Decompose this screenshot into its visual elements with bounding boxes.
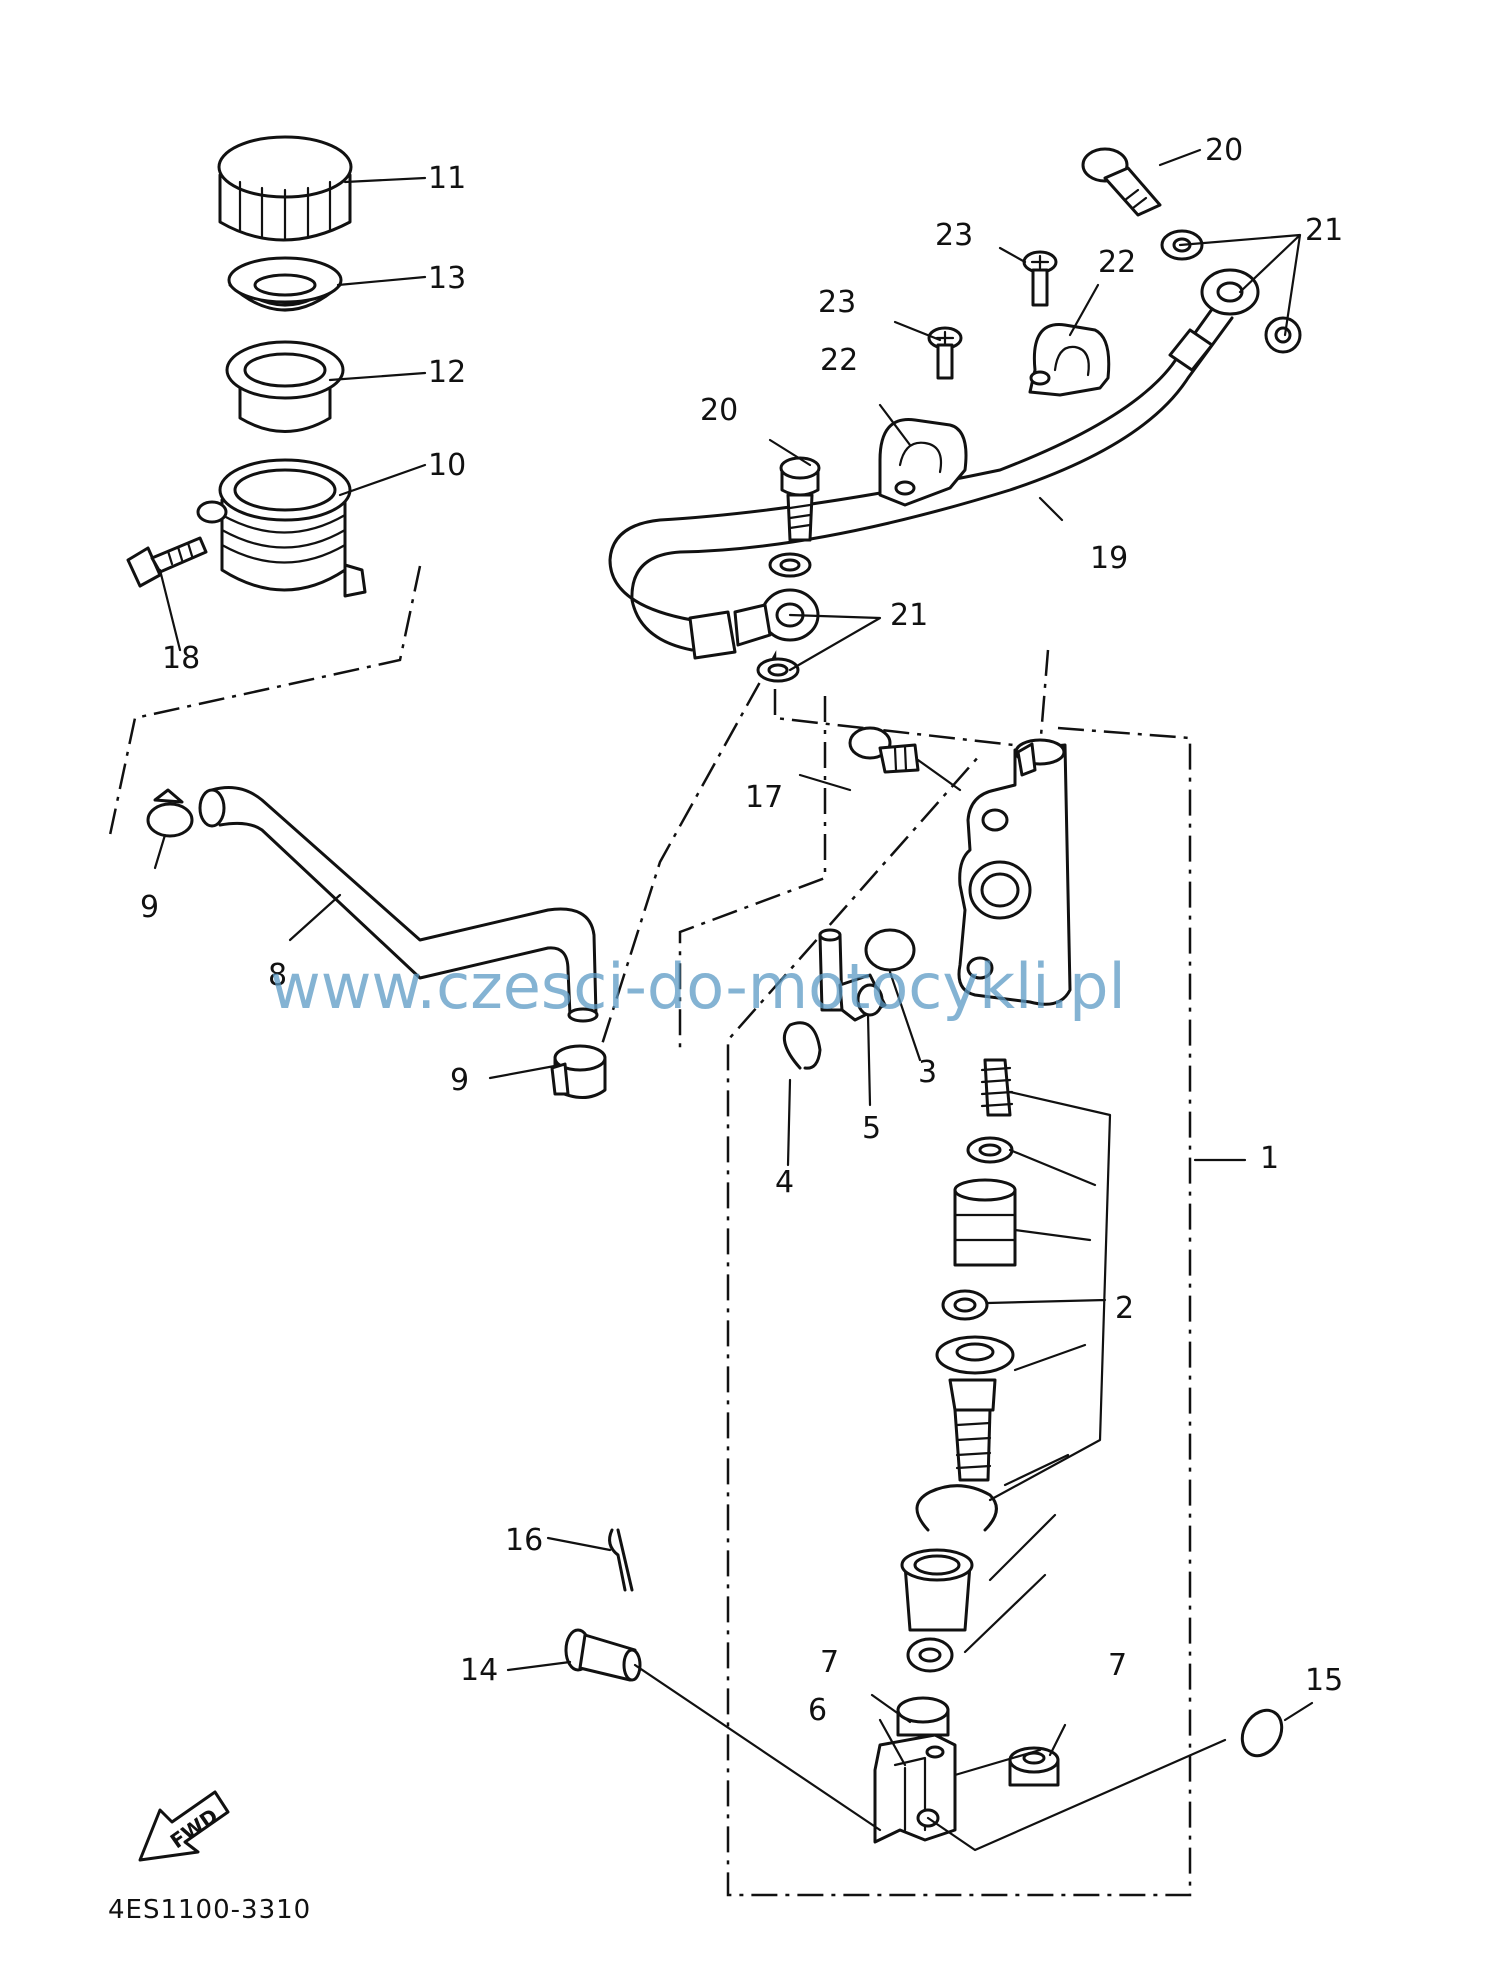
o-ring-3 — [864, 928, 916, 972]
callout-21-upper: 21 — [1305, 213, 1343, 248]
callout-17: 17 — [745, 780, 783, 815]
watermark: www.czesci-do-motocykli.pl — [270, 950, 1126, 1023]
cup-2 — [941, 1289, 989, 1321]
screw-23-left — [927, 326, 963, 380]
circlip — [915, 1484, 998, 1532]
callout-1: 1 — [1260, 1141, 1279, 1176]
diaphragm-holder-12 — [225, 340, 345, 433]
pin-14 — [564, 1628, 642, 1682]
callout-7-right: 7 — [1108, 1648, 1127, 1683]
banjo-fitting-lower — [733, 588, 820, 647]
piston — [953, 1178, 1017, 1267]
spring-and-cup — [966, 1058, 1014, 1164]
reservoir-tank-10 — [196, 458, 367, 598]
hose-holder-22-left — [878, 418, 968, 507]
hose-joint-5 — [818, 928, 887, 1022]
hose-clamp-9-lower — [550, 1044, 607, 1099]
callout-15: 15 — [1305, 1663, 1343, 1698]
callout-20-lower: 20 — [700, 393, 738, 428]
hose-clamp-9-upper — [146, 788, 194, 838]
callout-3: 3 — [918, 1055, 937, 1090]
reservoir-cap-11 — [217, 135, 353, 242]
callout-23-right: 23 — [935, 218, 973, 253]
callout-9-upper: 9 — [140, 890, 159, 925]
callout-14: 14 — [460, 1653, 498, 1688]
callout-18: 18 — [162, 641, 200, 676]
callout-6: 6 — [808, 1693, 827, 1728]
callout-9-lower: 9 — [450, 1063, 469, 1098]
callout-22-left: 22 — [820, 343, 858, 378]
union-bolt-20-upper — [1081, 147, 1162, 217]
callout-5: 5 — [862, 1111, 881, 1146]
clevis-6 — [873, 1733, 957, 1844]
callout-12: 12 — [428, 355, 466, 390]
washer-15 — [1240, 1708, 1284, 1758]
diagram-code: 4ES1100-3310 — [108, 1895, 311, 1925]
push-rod — [935, 1335, 1015, 1482]
callout-20-upper: 20 — [1205, 133, 1243, 168]
bolt-18 — [126, 536, 208, 588]
callout-labels: 1 2 3 4 5 6 7 7 8 9 9 10 11 12 13 14 15 … — [140, 133, 1343, 1728]
callout-4: 4 — [775, 1165, 794, 1200]
nut-7-right — [1008, 1746, 1060, 1787]
union-bolt-20-lower — [779, 456, 821, 542]
callout-2: 2 — [1115, 1291, 1134, 1326]
callout-16: 16 — [505, 1523, 543, 1558]
lock-nut — [906, 1637, 954, 1673]
circlip-4 — [782, 1021, 822, 1070]
nut-7-center — [896, 1696, 950, 1737]
callout-13: 13 — [428, 261, 466, 296]
callout-7-center: 7 — [820, 1645, 839, 1680]
hose-holder-22-right — [1028, 323, 1111, 397]
reservoir-hose-8 — [198, 786, 599, 1023]
forward-arrow-icon: FWD — [138, 1790, 230, 1862]
mounting-bolt-17 — [848, 726, 920, 774]
callout-10: 10 — [428, 448, 466, 483]
leader-lines — [153, 148, 1314, 1852]
diaphragm-13 — [227, 256, 343, 312]
banjo-fitting-upper — [1200, 268, 1260, 316]
callout-21-lower: 21 — [890, 598, 928, 633]
cotter-pin-16 — [608, 1528, 634, 1592]
callout-11: 11 — [428, 161, 466, 196]
assembly-outlines — [108, 565, 1192, 1897]
callout-19: 19 — [1090, 541, 1128, 576]
callout-8: 8 — [268, 958, 287, 993]
screw-23-right — [1022, 250, 1058, 307]
brake-hose-19 — [608, 303, 1234, 660]
boot — [900, 1548, 974, 1632]
callout-22-right: 22 — [1098, 245, 1136, 280]
callout-23-left: 23 — [818, 285, 856, 320]
master-cylinder-body — [957, 738, 1072, 1006]
